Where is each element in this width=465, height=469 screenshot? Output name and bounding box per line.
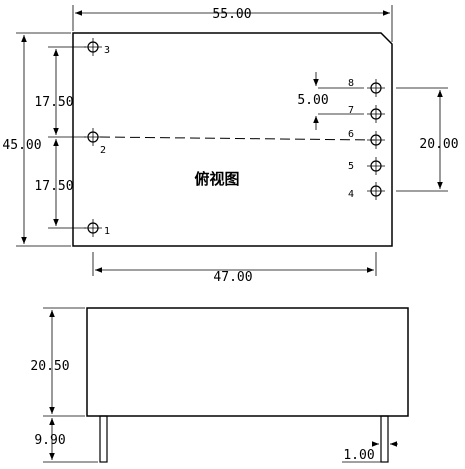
pin-label-8: 8	[348, 78, 354, 89]
pin-3-marker	[84, 38, 102, 56]
dim-height-label: 45.00	[2, 138, 41, 153]
pin-1-marker	[84, 219, 102, 237]
top-view-outline	[72, 32, 393, 247]
dim-right-span-label: 20.00	[419, 137, 458, 152]
dim-width-label: 55.00	[212, 7, 251, 22]
center-line	[99, 136, 376, 141]
pin-8-marker	[367, 79, 385, 97]
side-pin-left	[99, 415, 108, 463]
dim-right-pitch-label: 5.00	[297, 93, 328, 108]
dim-pitch-lower-label: 17.50	[34, 179, 73, 194]
side-view-body	[86, 307, 409, 417]
pin-label-1: 1	[104, 226, 110, 237]
pin-5-marker	[367, 157, 385, 175]
pin-label-6: 6	[348, 129, 354, 140]
pin-label-4: 4	[348, 189, 354, 200]
dim-pitch-upper-label: 17.50	[34, 95, 73, 110]
pin-7-marker	[367, 105, 385, 123]
pin-2-marker	[84, 128, 102, 146]
dim-pin-length-label: 9.90	[34, 433, 65, 448]
dim-span-label: 47.00	[213, 270, 252, 285]
pin-label-5: 5	[348, 161, 354, 172]
side-pin-right	[380, 415, 389, 463]
pin-label-2: 2	[100, 145, 106, 156]
dim-pin-width-label: 1.00	[343, 448, 374, 463]
dim-body-height-label: 20.50	[30, 359, 69, 374]
side-view	[43, 307, 409, 463]
side-view-labels: 20.50 9.90 1.00	[30, 359, 374, 463]
top-view-title: 俯视图	[194, 170, 239, 188]
top-view-labels: 55.00 45.00 17.50 17.50 47.00 20.00 5.00…	[2, 7, 458, 285]
pin-6-marker	[367, 131, 385, 149]
pin-4-marker	[367, 182, 385, 200]
pin-label-3: 3	[104, 45, 110, 56]
top-view	[16, 5, 448, 276]
pin-label-7: 7	[348, 105, 354, 116]
